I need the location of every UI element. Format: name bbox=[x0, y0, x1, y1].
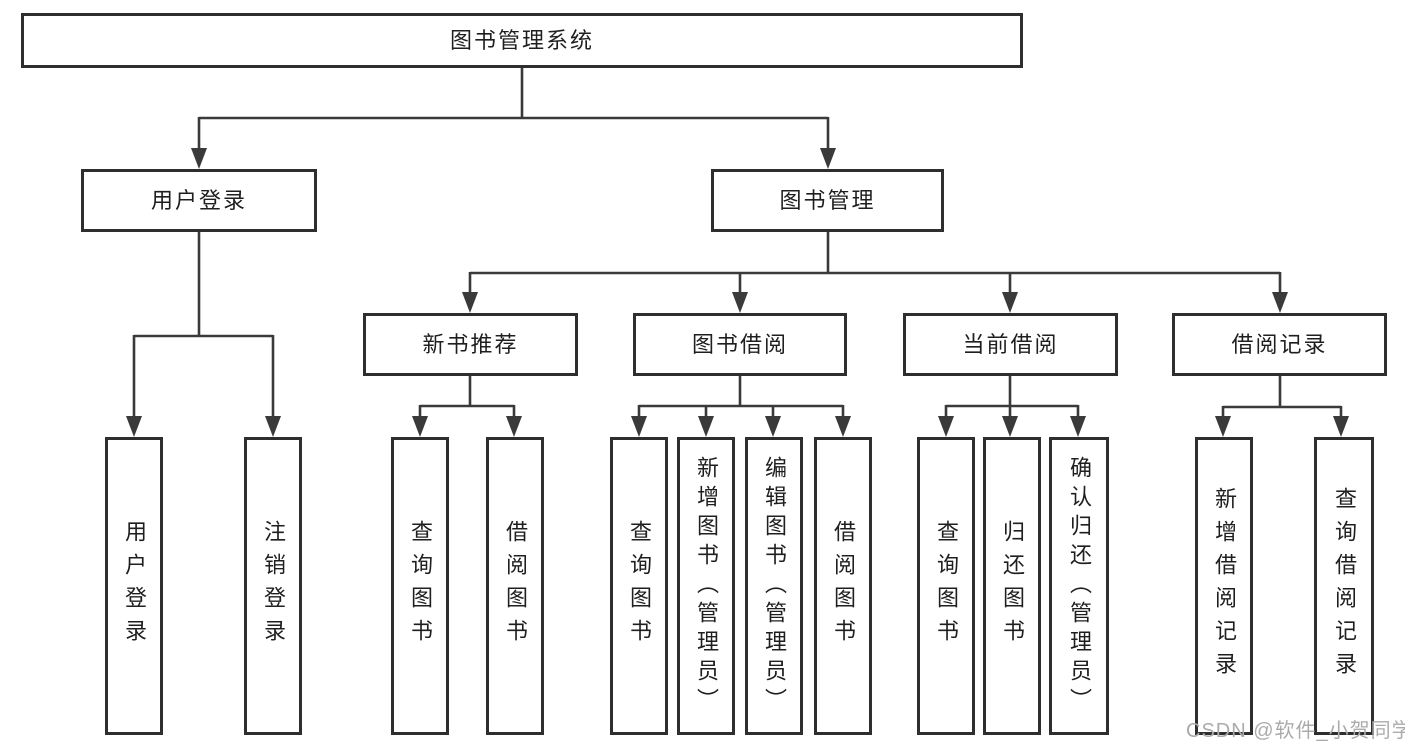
node-book-management: 图书管理 bbox=[711, 169, 944, 232]
node-bb-query-books: 查询图书 bbox=[610, 437, 668, 735]
node-borrow-records: 借阅记录 bbox=[1172, 313, 1387, 376]
node-cb-return-books: 归还图书 bbox=[983, 437, 1041, 735]
node-cb-query-books: 查询图书 bbox=[917, 437, 975, 735]
node-user-login: 用户登录 bbox=[105, 437, 163, 735]
node-user-login-branch: 用户登录 bbox=[81, 169, 317, 232]
node-book-borrow: 图书借阅 bbox=[633, 313, 847, 376]
node-root: 图书管理系统 bbox=[21, 13, 1023, 68]
node-cb-confirm-return: 确认归还（管理员） bbox=[1049, 437, 1109, 735]
node-logout: 注销登录 bbox=[244, 437, 302, 735]
node-new-book-recommend: 新书推荐 bbox=[363, 313, 578, 376]
node-current-borrow: 当前借阅 bbox=[903, 313, 1118, 376]
node-bb-borrow-books: 借阅图书 bbox=[814, 437, 872, 735]
node-nbr-borrow-books: 借阅图书 bbox=[486, 437, 544, 735]
node-br-query-record: 查询借阅记录 bbox=[1314, 437, 1374, 735]
node-bb-add-books: 新增图书（管理员） bbox=[677, 437, 735, 735]
watermark: CSDN @软件_小贺同学 bbox=[1186, 720, 1405, 742]
node-nbr-query-books: 查询图书 bbox=[391, 437, 449, 735]
node-br-add-record: 新增借阅记录 bbox=[1195, 437, 1253, 735]
node-bb-edit-books: 编辑图书（管理员） bbox=[745, 437, 803, 735]
